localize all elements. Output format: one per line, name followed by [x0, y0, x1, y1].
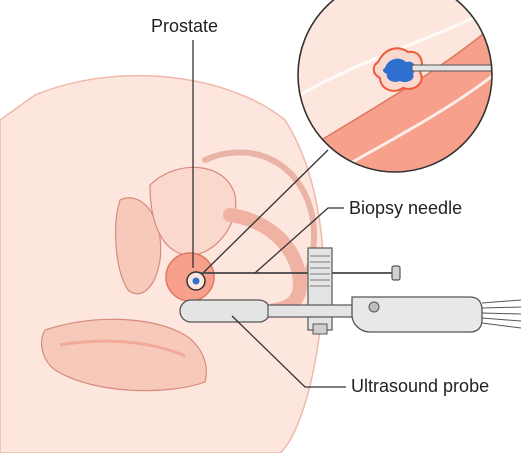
- needle-guide: [307, 247, 333, 331]
- biopsy-needle-label: Biopsy needle: [349, 198, 463, 218]
- magnified-view: [298, 0, 492, 172]
- ultrasound-probe-tip: [179, 299, 271, 323]
- leader-lines: [192, 40, 346, 388]
- perineum-fold: [59, 339, 186, 358]
- probe-leader: [231, 315, 346, 388]
- ultrasound-probe-handle: [351, 296, 483, 333]
- magnified-view-border: [297, 0, 493, 173]
- ultrasound-probe-label: Ultrasound probe: [351, 376, 490, 396]
- needle-leader: [254, 207, 344, 274]
- magnified-needle: [411, 64, 492, 72]
- body-outline: [0, 74, 325, 453]
- ultrasound-probe-button: [368, 301, 380, 313]
- needle-guide-knob: [312, 323, 328, 335]
- magnifier-leader: [203, 149, 329, 273]
- ultrasound-probe-cable: [481, 299, 521, 329]
- perineum: [41, 318, 207, 392]
- needle-guide-ridges: [310, 255, 330, 287]
- prostate-label: Prostate: [151, 16, 219, 36]
- biopsy-needle-hub: [391, 265, 401, 281]
- tumor-dot: [192, 277, 200, 285]
- ultrasound-probe-shaft: [267, 304, 359, 318]
- pubic-bone: [115, 197, 162, 295]
- tumor-cluster: [382, 58, 416, 83]
